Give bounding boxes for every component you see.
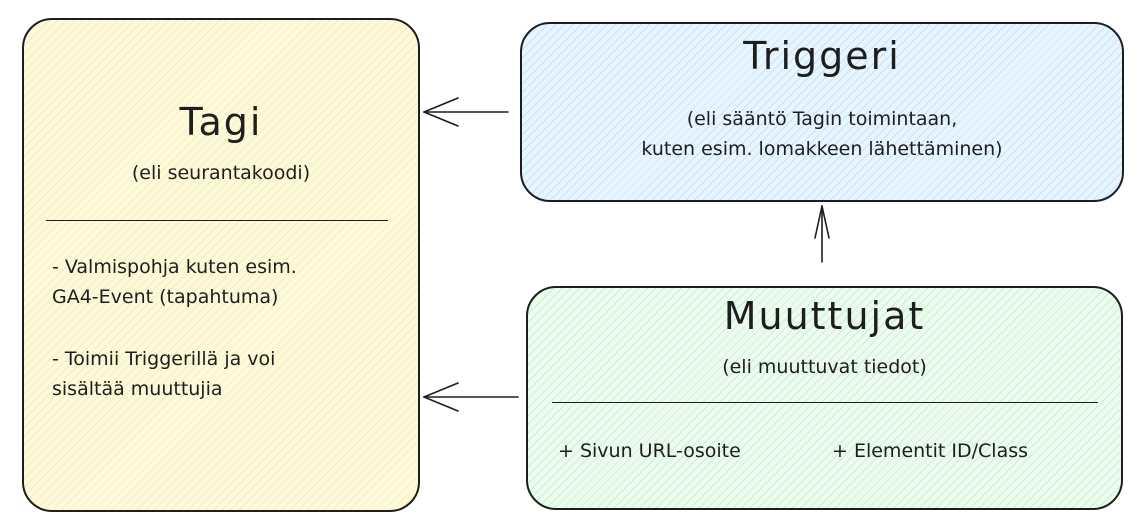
triggeri-subtitle-line-2: kuten esim. lomakkeen lähettäminen) <box>641 138 1003 160</box>
tagi-box <box>22 18 420 512</box>
tagi-divider <box>46 220 388 221</box>
arrow-triggeri-to-tagi <box>423 97 509 127</box>
tagi-item-1-line-2: GA4-Event (tapahtuma) <box>52 286 279 308</box>
muuttujat-divider <box>552 402 1098 403</box>
tagi-item-2-line-1: - Toimii Triggerillä ja voi <box>52 348 276 370</box>
tagi-item-1-line-1: - Valmispohja kuten esim. <box>52 256 297 278</box>
muuttujat-subtitle: (eli muuttuvat tiedot) <box>722 356 927 378</box>
tagi-title: Tagi <box>179 100 263 144</box>
triggeri-subtitle: (eli sääntö Tagin toimintaan, kuten esim… <box>520 104 1124 164</box>
muuttujat-box <box>526 286 1123 510</box>
triggeri-subtitle-line-1: (eli sääntö Tagin toimintaan, <box>686 108 958 130</box>
triggeri-title: Triggeri <box>743 34 901 78</box>
tagi-item-1: - Valmispohja kuten esim. GA4-Event (tap… <box>52 252 297 312</box>
arrow-muuttujat-to-tagi <box>423 382 519 412</box>
arrow-muuttujat-to-triggeri <box>814 205 830 263</box>
tagi-item-2: - Toimii Triggerillä ja voi sisältää muu… <box>52 344 275 404</box>
tagi-subtitle: (eli seurantakoodi) <box>131 162 311 184</box>
muuttujat-title: Muuttujat <box>723 294 926 338</box>
tagi-item-2-line-2: sisältää muuttujia <box>52 378 223 400</box>
triggeri-box <box>520 22 1124 202</box>
muuttujat-item-url: + Sivun URL-osoite <box>558 440 741 462</box>
muuttujat-item-elementit: + Elementit ID/Class <box>832 440 1029 462</box>
